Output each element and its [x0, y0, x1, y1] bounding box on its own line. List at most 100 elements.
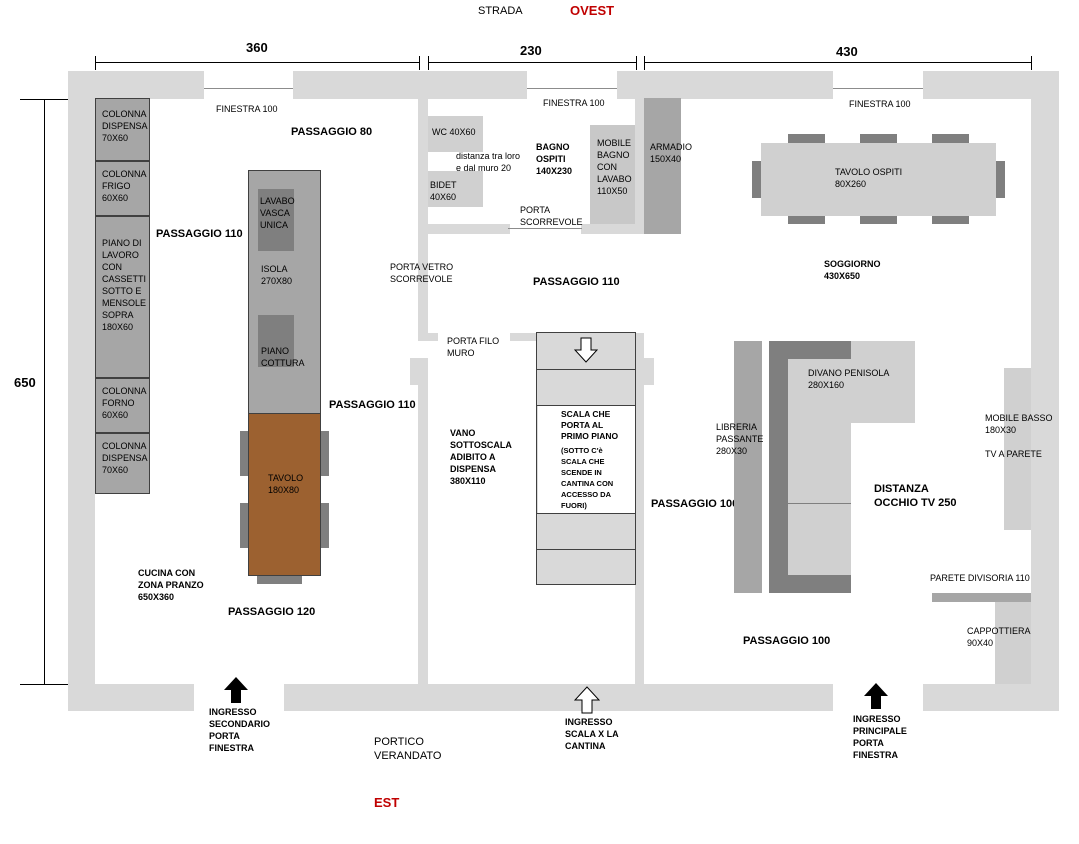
chair — [860, 134, 897, 143]
kitchen-column-label: COLONNA DISPENSA 70X60 — [102, 441, 148, 475]
bookcase — [734, 341, 762, 593]
understair-label: VANO SOTTOSCALA ADIBITO A DISPENSA 380X1… — [450, 428, 512, 486]
passage-label: PASSAGGIO 110 — [533, 276, 620, 288]
bath-door-label: PORTA SCORREVOLE — [520, 205, 583, 227]
arrow-up-icon — [574, 686, 600, 714]
coat-closet — [995, 602, 1031, 684]
bath-note: distanza tra loro e dal muro 20 — [456, 151, 521, 173]
kitchen-counter-label: PIANO DI LAVORO CON CASSETTI SOTTO E MEN… — [102, 238, 147, 332]
kitchen-column-pantry-2: COLONNA DISPENSA 70X60 — [95, 433, 150, 494]
low-cabinet-label: MOBILE BASSO 180X30 — [985, 413, 1053, 435]
bath-cabinet-label: MOBILE BAGNO CON LAVABO 110X50 — [597, 138, 632, 196]
sink-label: LAVABO VASCA UNICA — [260, 196, 295, 230]
window-sill — [527, 88, 617, 89]
kitchen-column-label: COLONNA FORNO 60X60 — [102, 386, 147, 420]
bidet-label: BIDET 40X60 — [430, 180, 457, 202]
dim-tick — [419, 56, 420, 70]
main-entrance-label: INGRESSO PRINCIPALE PORTA FINESTRA — [853, 714, 907, 760]
stair-step — [537, 549, 635, 550]
chair — [788, 134, 825, 143]
secondary-entrance-label: INGRESSO SECONDARIO PORTA FINESTRA — [209, 707, 271, 753]
kitchen-table: TAVOLO 180X80 — [248, 413, 321, 576]
wall-interior — [635, 99, 644, 234]
sofa-chaise — [788, 359, 915, 422]
low-cabinet — [1004, 368, 1031, 530]
wall-stub — [418, 333, 438, 341]
chair — [240, 431, 249, 476]
sofa-seat — [788, 422, 851, 575]
kitchen-column-label: COLONNA DISPENSA 70X60 — [102, 109, 148, 143]
passage-label: PASSAGGIO 80 — [291, 126, 373, 138]
window-sill — [204, 88, 293, 89]
flush-door-label: PORTA FILO MURO — [447, 336, 500, 358]
dim-line-right — [644, 62, 1032, 63]
wall-right — [1031, 71, 1059, 711]
wall-stub — [410, 358, 418, 385]
chair — [752, 161, 761, 198]
compass-west: OVEST — [570, 3, 615, 18]
wc-label: WC 40X60 — [432, 127, 476, 137]
guest-table: TAVOLO OSPITI 80X260 — [761, 143, 996, 216]
chair — [996, 161, 1005, 198]
arrow-up-icon — [864, 683, 888, 709]
wall-bottom — [68, 684, 194, 711]
kitchen-column-fridge: COLONNA FRIGO 60X60 — [95, 161, 150, 216]
kitchen-table-label: TAVOLO 180X80 — [268, 473, 304, 495]
stair-step — [537, 369, 635, 370]
dim-line-left — [95, 62, 419, 63]
wall-bottom — [923, 684, 1059, 711]
sofa-label: DIVANO PENISOLA 280X160 — [808, 368, 889, 390]
chair — [860, 215, 897, 224]
wall-bath — [581, 224, 635, 234]
passage-label: PASSAGGIO 120 — [228, 606, 316, 618]
passage-label: PASSAGGIO 110 — [329, 399, 416, 411]
dim-tick — [644, 56, 645, 70]
coat-closet-label: CAPPOTTIERA 90X40 — [967, 626, 1031, 648]
bath-cabinet: MOBILE BAGNO CON LAVABO 110X50 — [590, 125, 635, 224]
wall-bath — [428, 224, 510, 234]
glass-door-label: PORTA VETRO SCORREVOLE — [390, 262, 454, 284]
chair — [788, 215, 825, 224]
road-label: STRADA — [478, 5, 523, 17]
arrow-down-icon — [574, 337, 598, 363]
porch-label: PORTICO VERANDATO — [374, 736, 442, 762]
wall-interior — [635, 333, 644, 684]
bidet: BIDET 40X60 — [428, 171, 483, 207]
passage-label: PASSAGGIO 110 — [156, 228, 243, 240]
kitchen-column-oven: COLONNA FORNO 60X60 — [95, 378, 150, 433]
wall-top — [617, 71, 833, 99]
chair — [240, 503, 249, 548]
wall-interior — [418, 358, 428, 684]
wc: WC 40X60 — [428, 116, 483, 152]
wall-bottom — [284, 684, 833, 711]
kitchen-column-pantry: COLONNA DISPENSA 70X60 — [95, 98, 150, 161]
chair — [320, 503, 329, 548]
stair-label-area — [538, 406, 635, 513]
bookcase-label: LIBRERIA PASSANTE 280X30 — [716, 422, 764, 456]
stair-step — [537, 513, 635, 514]
window-sill — [833, 88, 923, 89]
passage-label: PASSAGGIO 100 — [651, 498, 739, 510]
island-label: ISOLA 270X80 — [261, 264, 293, 286]
partition-label: PARETE DIVISORIA 110 — [930, 573, 1030, 583]
dim-tick — [95, 56, 96, 70]
dim-tick — [20, 684, 70, 685]
passage-label: PASSAGGIO 100 — [743, 635, 831, 647]
sink: LAVABO VASCA UNICA — [258, 189, 295, 251]
tv-label: TV A PARETE — [985, 449, 1042, 459]
sliding-door-line — [508, 228, 582, 229]
dim-tick — [1031, 56, 1032, 70]
stairs-note: (SOTTO C'è SCALA CHE SCENDE IN CANTINA C… — [561, 446, 614, 510]
dim-width-left: 360 — [246, 40, 268, 55]
dim-tick — [20, 99, 70, 100]
wall-interior — [418, 99, 428, 333]
window-label: FINESTRA 100 — [849, 99, 911, 109]
dim-tick — [428, 56, 429, 70]
wall-stub — [510, 333, 536, 341]
cellar-entrance-label: INGRESSO SCALA X LA CANTINA — [565, 717, 619, 751]
arrow-up-icon — [224, 677, 248, 703]
chair — [932, 215, 969, 224]
dim-width-right: 430 — [836, 44, 858, 59]
wall-left — [68, 71, 95, 711]
partition-wall — [932, 593, 1031, 602]
